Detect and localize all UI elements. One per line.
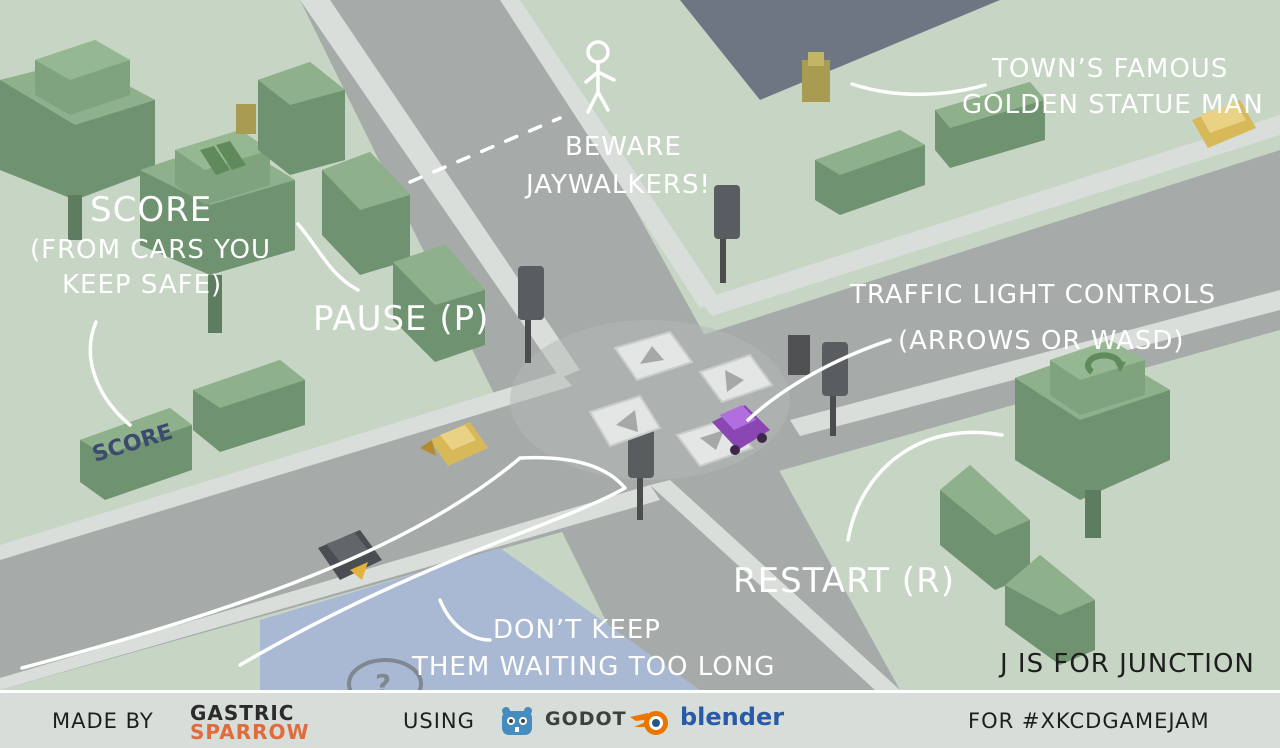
statue-label-1: TOWN’S FAMOUS [991, 54, 1228, 84]
building-score [80, 408, 192, 500]
made-by-label: MADE BY [52, 709, 154, 733]
score-pointer [88, 320, 132, 427]
footer-bar: MADE BY GASTRIC SPARROW USING GODOT blen… [0, 690, 1280, 748]
svg-text:?: ? [375, 668, 391, 690]
dark-building [680, 0, 1000, 100]
godot-icon [502, 707, 532, 735]
waiting-route [20, 455, 627, 670]
player-car-purple [712, 405, 770, 455]
traffic-label-2: (ARROWS OR WASD) [898, 326, 1185, 356]
beware-label-2: JAYWALKERS! [524, 170, 711, 200]
building-left-c [393, 245, 485, 362]
building-topleft [0, 40, 155, 200]
arrow-left-tile[interactable] [588, 394, 662, 448]
building-right-d [1005, 555, 1095, 665]
golden-statue [802, 52, 830, 102]
waiting-label-1: DON’T KEEP [493, 615, 661, 645]
traffic-light-west [518, 266, 544, 363]
arrow-down-icon [700, 430, 724, 450]
logo-sparrow: SPARROW [190, 720, 310, 744]
arrow-right-icon [725, 370, 744, 392]
yellow-car-right [1192, 100, 1256, 148]
gastric-sparrow-logo: GASTRIC SPARROW [190, 701, 310, 744]
restart-icon[interactable] [1085, 352, 1126, 375]
godot-label: GODOT [545, 708, 627, 730]
building-bottom-left [193, 360, 305, 452]
building-right-b [935, 82, 1045, 168]
game-jam-label: FOR #XKCDGAMEJAM [968, 709, 1210, 733]
building-left-tall [258, 62, 345, 175]
arrow-right-tile[interactable] [698, 353, 774, 404]
using-label: USING [403, 709, 475, 733]
score-desc-2: KEEP SAFE) [62, 270, 222, 300]
pause-icon[interactable] [200, 141, 246, 175]
statue-pointer [850, 82, 987, 96]
blender-label: blender [680, 703, 785, 731]
score-desc-1: (FROM CARS YOU [30, 235, 271, 265]
blender-icon [630, 711, 668, 735]
restart-label: RESTART (R) [733, 561, 955, 601]
blue-building [260, 548, 700, 690]
pause-label: PAUSE (P) [313, 299, 489, 339]
building-right-c [940, 465, 1030, 590]
arrow-up-icon [640, 346, 664, 364]
waiting-pointer [438, 598, 492, 642]
building-restart [1015, 340, 1170, 538]
statue-label-2: GOLDEN STATUE MAN [962, 90, 1264, 120]
building-left-b [322, 152, 410, 275]
beware-label-1: BEWARE [565, 132, 682, 162]
game-scene: SCORE [0, 0, 1280, 690]
traffic-light-north [714, 185, 740, 283]
junction-label: J IS FOR JUNCTION [998, 649, 1255, 679]
yellow-car-left [420, 422, 488, 466]
score-title: SCORE [90, 190, 212, 230]
logo-gastric: GASTRIC [190, 701, 295, 725]
jaywalker-figure [584, 40, 616, 114]
help-icon[interactable]: ? [347, 658, 423, 690]
building-right-a [815, 130, 925, 215]
restart-pointer [846, 430, 1004, 542]
waiting-label-2: THEM WAITING TOO LONG [411, 652, 775, 682]
traffic-label-1: TRAFFIC LIGHT CONTROLS [849, 280, 1216, 310]
traffic-pointer [746, 338, 892, 422]
arrow-up-tile[interactable] [613, 330, 694, 382]
pause-pointer [296, 222, 360, 292]
arrow-left-icon [616, 410, 638, 432]
traffic-light-east [822, 342, 848, 436]
